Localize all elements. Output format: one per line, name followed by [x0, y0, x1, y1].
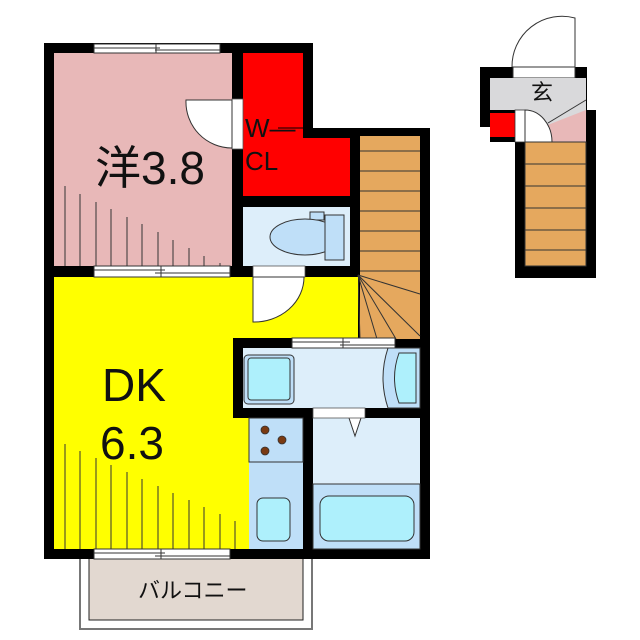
bathroom	[312, 407, 421, 550]
bathtub	[319, 495, 415, 542]
toilet-fixture	[269, 211, 345, 261]
dining-kitchen-label-line2: 6.3	[100, 417, 164, 469]
stove-burner	[260, 446, 270, 456]
window-western-bottom	[93, 265, 231, 278]
stove-burner	[260, 425, 270, 435]
walk-in-closet-label-line2: CL	[245, 146, 279, 176]
window-washroom	[291, 337, 396, 349]
stove-burner	[277, 435, 287, 445]
kitchen-sink	[256, 497, 291, 542]
entrance-label: 玄	[531, 80, 554, 105]
dining-kitchen-floor-hatching	[64, 444, 236, 549]
window-balcony	[93, 548, 231, 560]
dining-kitchen	[54, 277, 358, 549]
walk-in-closet-label-line1: W—	[245, 113, 296, 143]
staircase	[357, 136, 421, 340]
dining-kitchen-label-line1: DK	[102, 359, 166, 411]
western-room	[54, 53, 232, 266]
closet-door	[185, 98, 244, 150]
western-room-label: 洋3.8	[95, 142, 205, 194]
windows	[93, 43, 396, 560]
window-western-top	[93, 43, 221, 54]
balcony	[79, 554, 313, 630]
entrance-level	[480, 15, 596, 278]
western-room-floor-hatching	[64, 186, 221, 266]
washing-machine-pan	[243, 354, 295, 405]
front-door	[511, 15, 576, 68]
kitchen	[248, 417, 304, 549]
shoe-storage	[490, 113, 515, 137]
entrance-staircase	[524, 141, 587, 267]
wash-basin	[382, 347, 421, 409]
walk-in-closet	[243, 53, 350, 196]
balcony-label: バルコニー	[138, 578, 248, 603]
toilet-door	[252, 265, 306, 323]
